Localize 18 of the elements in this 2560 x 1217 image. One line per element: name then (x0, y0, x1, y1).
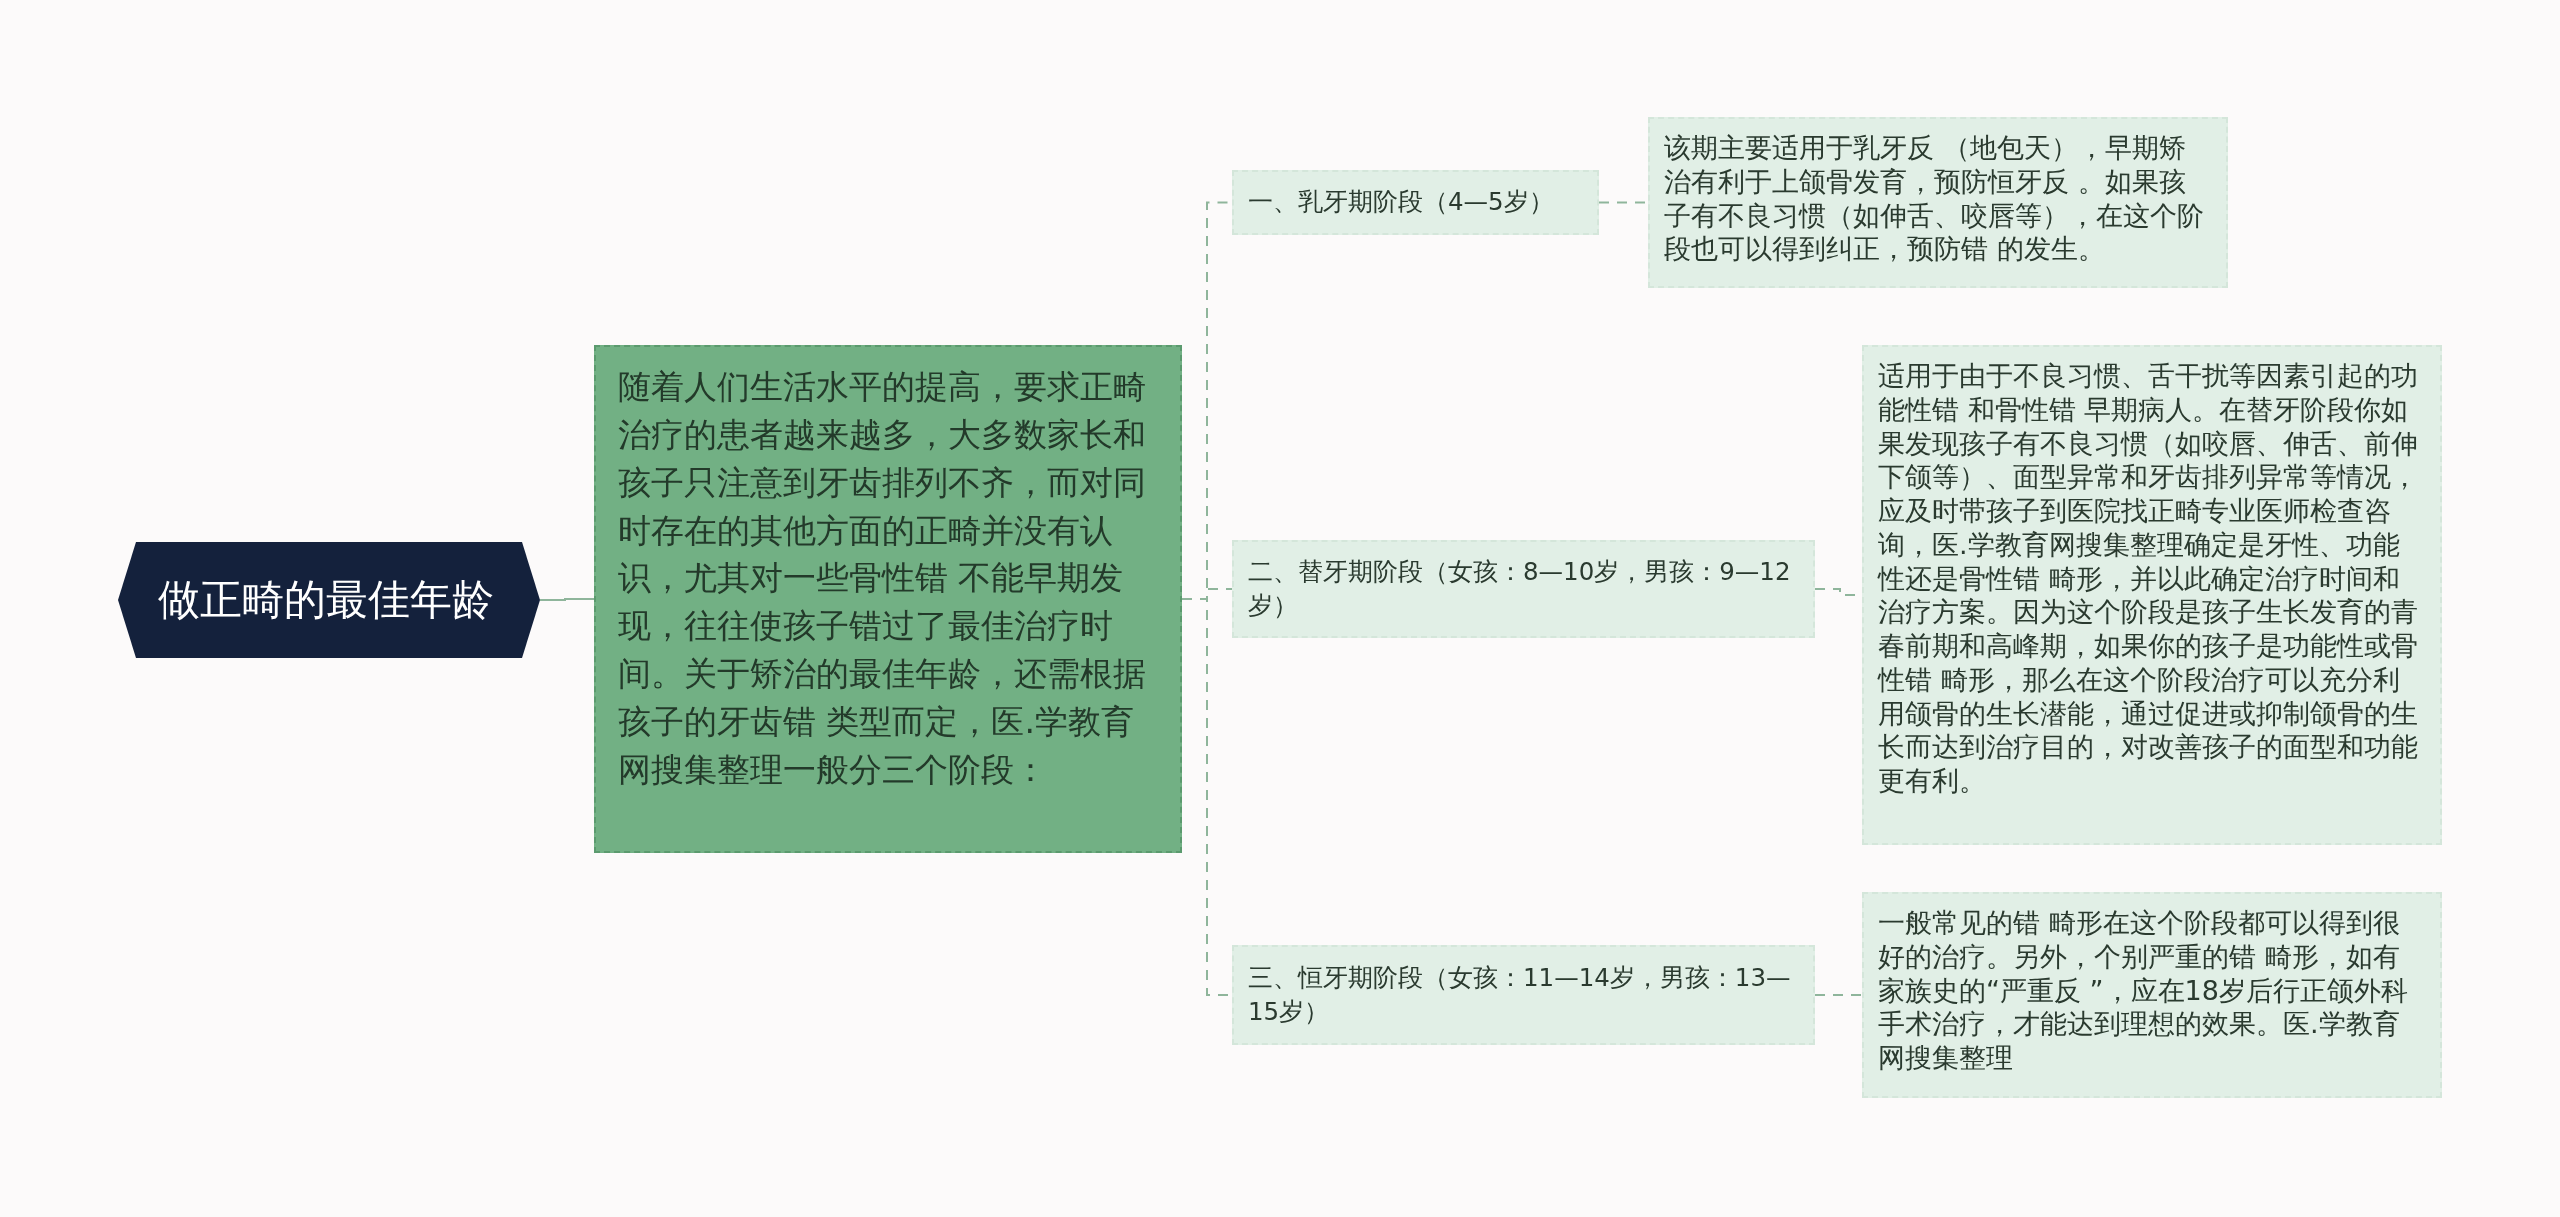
node-text: 一、乳牙期阶段（4—5岁） (1248, 186, 1555, 219)
topic-hexagon (118, 542, 540, 658)
node-text: 三、恒牙期阶段（女孩：11—14岁，男孩：13—15岁） (1248, 961, 1792, 1028)
stage-box (1232, 540, 1815, 638)
stage-box (1232, 945, 1815, 1045)
stage-box (1232, 170, 1599, 235)
detail-box (1648, 117, 2228, 288)
topic-title: 做正畸的最佳年龄 (158, 574, 495, 626)
intro-box (594, 345, 1182, 853)
node-text: 二、替牙期阶段（女孩：8—10岁，男孩：9—12岁） (1248, 555, 1792, 622)
node-text: 随着人们生活水平的提高，要求正畸治疗的患者越来越多，大多数家长和孩子只注意到牙齿排列不齐，而对同时存在的其他方面的正畸并没有认识，尤其对一些骨性错 不能早期发现，往往使孩子错过了最佳治疗时间。关于矫治的最佳年龄，还需根据孩子的牙齿错 类型而定，医.学教育网搜集整理一般分三个阶段： (618, 366, 1147, 791)
node-text: 一般常见的错 畸形在这个阶段都可以得到很好的治疗。另外，个别严重的错 畸形，如有家族史的“严重反 ”，应在18岁后行正颌外科手术治疗，才能达到理想的效果。医.学教育网搜集整理 (1878, 906, 2409, 1075)
detail-box (1862, 892, 2442, 1098)
node-text: 适用于由于不良习惯、舌干扰等因素引起的功能性错 和骨性错 早期病人。在替牙阶段你如果发现孩子有不良习惯（如咬唇、伸舌、前伸下颌等）、面型异常和牙齿排列异常等情况，应及时带孩子到医院找正畸专业医师检查咨询，医.学教育网搜集整理确定是牙性、功能性还是骨性错 畸形，并以此确定治疗时间和治疗方案。因为这个阶段是孩子生长发育的青春前期和高峰期，如果你的孩子是功能性或骨性错 畸形，那么在这个阶段治疗可以充分利用颌骨的生长潜能，通过促进或抑制颌骨的生长而达到治疗目的，对改善孩子的面型和功能更有利。 (1878, 359, 2419, 798)
node-text: 该期主要适用于乳牙反 （地包天），早期矫治有利于上颌骨发育，预防恒牙反 。如果孩子有不良习惯（如伸舌、咬唇等），在这个阶段也可以得到纠正，预防错 的发生。 (1664, 131, 2205, 266)
connector-line (539, 598, 595, 601)
connector-line (1814, 994, 1863, 996)
detail-box (1862, 345, 2442, 845)
